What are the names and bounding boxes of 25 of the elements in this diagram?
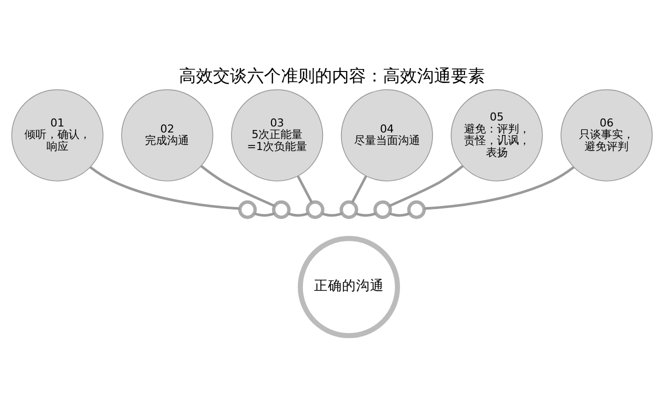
node-circle: 03 5次正能量 =1次负能量 xyxy=(231,89,324,182)
diagram-title: 高效交谈六个准则的内容：高效沟通要素 xyxy=(179,65,485,86)
node-circle: 01 倾听，确认，响应 xyxy=(11,89,104,182)
node-circle: 04 尽量当面沟通 xyxy=(340,89,433,182)
node-circle xyxy=(272,200,291,219)
connector xyxy=(322,212,343,217)
node-circle xyxy=(340,200,358,219)
connector xyxy=(350,176,368,204)
node-circle xyxy=(407,200,426,219)
connector xyxy=(89,166,240,210)
connector xyxy=(254,212,275,217)
node-circle xyxy=(373,200,392,219)
node-circle xyxy=(238,200,257,219)
connector xyxy=(388,164,464,208)
connector xyxy=(200,164,276,208)
connector xyxy=(424,166,575,210)
node-circle xyxy=(306,200,324,219)
connector xyxy=(288,212,309,217)
node-circle: 02 完成沟通 xyxy=(121,89,214,182)
connector xyxy=(389,212,410,217)
node-circle: 正确的沟通 xyxy=(298,236,400,338)
connector xyxy=(355,212,376,217)
node-circle: 06 只谈事实，避免评判 xyxy=(560,89,653,182)
connector xyxy=(296,176,314,204)
node-circle: 05 避免：评判，责怪，讥讽，表扬 xyxy=(450,89,543,182)
